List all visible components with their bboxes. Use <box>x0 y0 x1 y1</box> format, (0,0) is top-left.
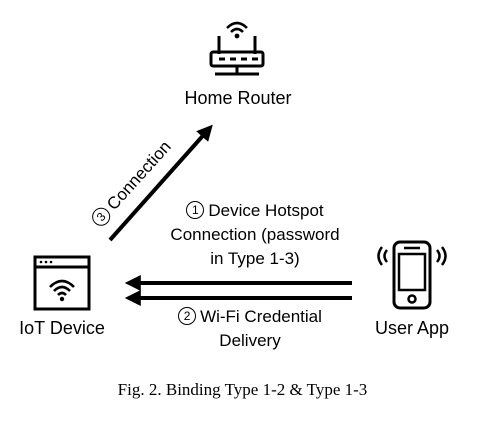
hotspot-label-line2: Connection (password <box>170 225 340 244</box>
router-label: Home Router <box>184 88 292 108</box>
router-icon <box>209 21 265 76</box>
user-app-label: User App <box>374 318 450 338</box>
hotspot-label-line3: in Type 1-3) <box>210 249 300 268</box>
iot-device-label: IoT Device <box>19 318 105 338</box>
smartphone-icon <box>377 240 447 310</box>
step-1-badge: 1 <box>186 201 205 219</box>
iot-device-icon <box>33 255 91 311</box>
step-2-badge: 2 <box>178 307 197 325</box>
figure-caption: Fig. 2. Binding Type 1-2 & Type 1-3 <box>117 380 368 399</box>
credential-label-line2: Delivery <box>219 331 281 350</box>
connection-arrow <box>108 124 213 242</box>
